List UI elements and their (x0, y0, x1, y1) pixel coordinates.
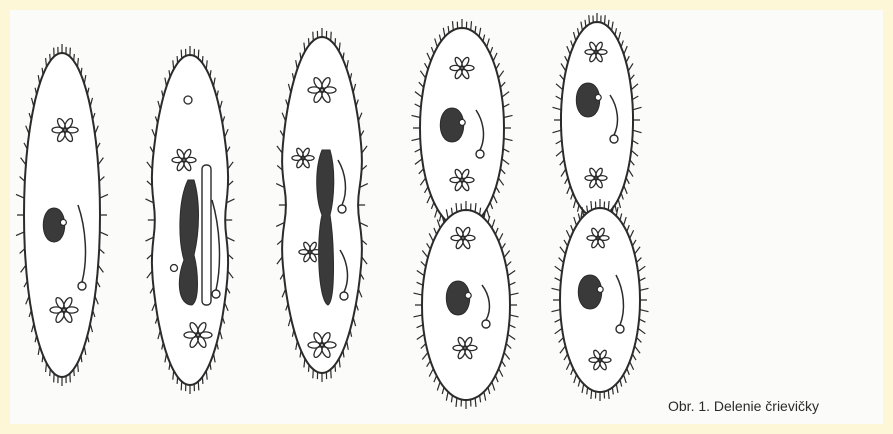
stage-4-upper-nucleus-micronucleus (459, 119, 465, 125)
division-stage-5 (552, 13, 649, 401)
division-stage-4 (412, 19, 519, 409)
division-stage-2 (146, 46, 235, 394)
division-stage-1 (16, 44, 108, 386)
stage-1-nucleus-micronucleus (60, 219, 66, 225)
stage-2-dividing-nucleus (179, 180, 198, 305)
stage-5-upper-nucleus-micronucleus (595, 94, 601, 100)
division-stage-3 (276, 28, 368, 382)
stage-5-lower-nucleus-micronucleus (597, 286, 603, 292)
figure-caption: Obr. 1. Delenie črievičky (668, 398, 819, 414)
stage-4-lower-nucleus-micronucleus (465, 292, 471, 298)
